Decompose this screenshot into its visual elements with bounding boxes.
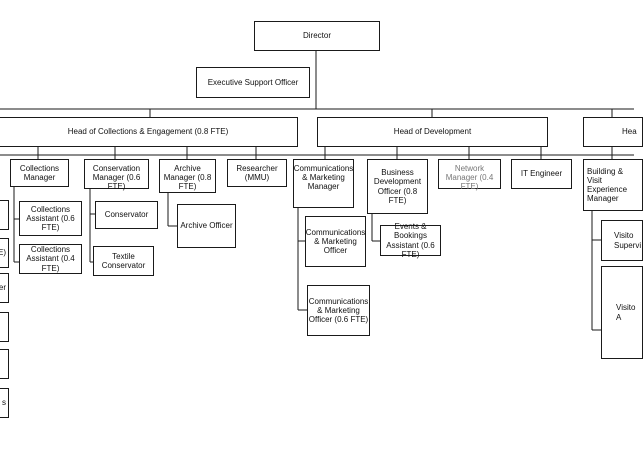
visitor-assistant-label: Visito A — [616, 303, 636, 322]
conservator-box: Conservator — [95, 201, 158, 229]
conservation-manager-box: Conservation Manager (0.6 FTE) — [84, 159, 149, 192]
director-label: Director — [302, 31, 331, 41]
clipped-box-6: s — [0, 388, 9, 418]
collections-assistant-06-box: Collections Assistant (0.6 FTE) — [19, 201, 82, 236]
head-development-box: Head of Development — [317, 117, 548, 147]
visitor-assistant-box: Visito A — [601, 266, 643, 359]
network-manager-box: Network Manager (0.4 FTE) — [438, 159, 501, 192]
executive-support-officer-label: Executive Support Officer — [207, 77, 299, 87]
clipped-box-2: E) — [0, 238, 9, 268]
clipped-box-3: er — [0, 273, 9, 303]
network-manager-label: Network Manager (0.4 FTE) — [445, 164, 494, 192]
it-engineer-box: IT Engineer — [511, 159, 572, 189]
bdo-box: Business Development Officer (0.8 FTE) — [367, 159, 428, 214]
it-engineer-label: IT Engineer — [520, 169, 563, 179]
clipped-box-5 — [0, 349, 9, 379]
head-collections-box: Head of Collections & Engagement (0.8 FT… — [0, 117, 298, 147]
archive-officer-box: Archive Officer — [177, 204, 236, 248]
director-box: Director — [254, 21, 380, 51]
head-development-label: Head of Development — [393, 127, 472, 137]
archive-officer-label: Archive Officer — [180, 221, 233, 231]
conservator-label: Conservator — [104, 210, 149, 220]
textile-conservator-box: Textile Conservator — [93, 246, 154, 276]
collections-assistant-04-label: Collections Assistant (0.4 FTE) — [26, 245, 75, 273]
comms-officer-box: Communications & Marketing Officer — [305, 216, 366, 267]
comms-officer-06-label: Communications & Marketing Officer (0.6 … — [308, 296, 369, 325]
executive-support-officer-box: Executive Support Officer — [196, 67, 310, 98]
collections-assistant-06-label: Collections Assistant (0.6 FTE) — [26, 204, 75, 233]
clipped-box-1 — [0, 200, 9, 230]
comms-manager-label: Communications & Marketing Manager — [293, 164, 354, 192]
visitor-supervisor-label: Visito Supervi — [614, 231, 642, 250]
researcher-label: Researcher (MMU) — [236, 164, 278, 183]
building-manager-label: Building & Visit Experience Manager — [587, 166, 628, 204]
collections-manager-box: Collections Manager — [10, 159, 69, 187]
bdo-label: Business Development Officer (0.8 FTE) — [373, 168, 422, 205]
conservation-manager-label: Conservation Manager (0.6 FTE) — [92, 164, 141, 192]
archive-manager-box: Archive Manager (0.8 FTE) — [159, 159, 216, 193]
building-manager-box: Building & Visit Experience Manager — [583, 159, 643, 211]
events-assistant-box: Events & Bookings Assistant (0.6 FTE) — [380, 222, 441, 259]
textile-conservator-label: Textile Conservator — [101, 251, 146, 270]
head-right-label: Hea — [622, 127, 637, 137]
comms-officer-label: Communications & Marketing Officer — [305, 227, 366, 256]
events-assistant-label: Events & Bookings Assistant (0.6 FTE) — [386, 222, 435, 259]
head-collections-label: Head of Collections & Engagement (0.8 FT… — [67, 127, 229, 137]
collections-assistant-04-box: Collections Assistant (0.4 FTE) — [19, 244, 82, 274]
comms-officer-06-box: Communications & Marketing Officer (0.6 … — [307, 285, 370, 336]
comms-manager-box: Communications & Marketing Manager — [293, 159, 354, 208]
collections-manager-label: Collections Manager — [19, 164, 60, 183]
visitor-supervisor-box: Visito Supervi — [601, 220, 643, 261]
head-right-box: Hea — [583, 117, 643, 147]
archive-manager-label: Archive Manager (0.8 FTE) — [163, 164, 212, 192]
researcher-box: Researcher (MMU) — [227, 159, 287, 187]
clipped-box-4 — [0, 312, 9, 342]
